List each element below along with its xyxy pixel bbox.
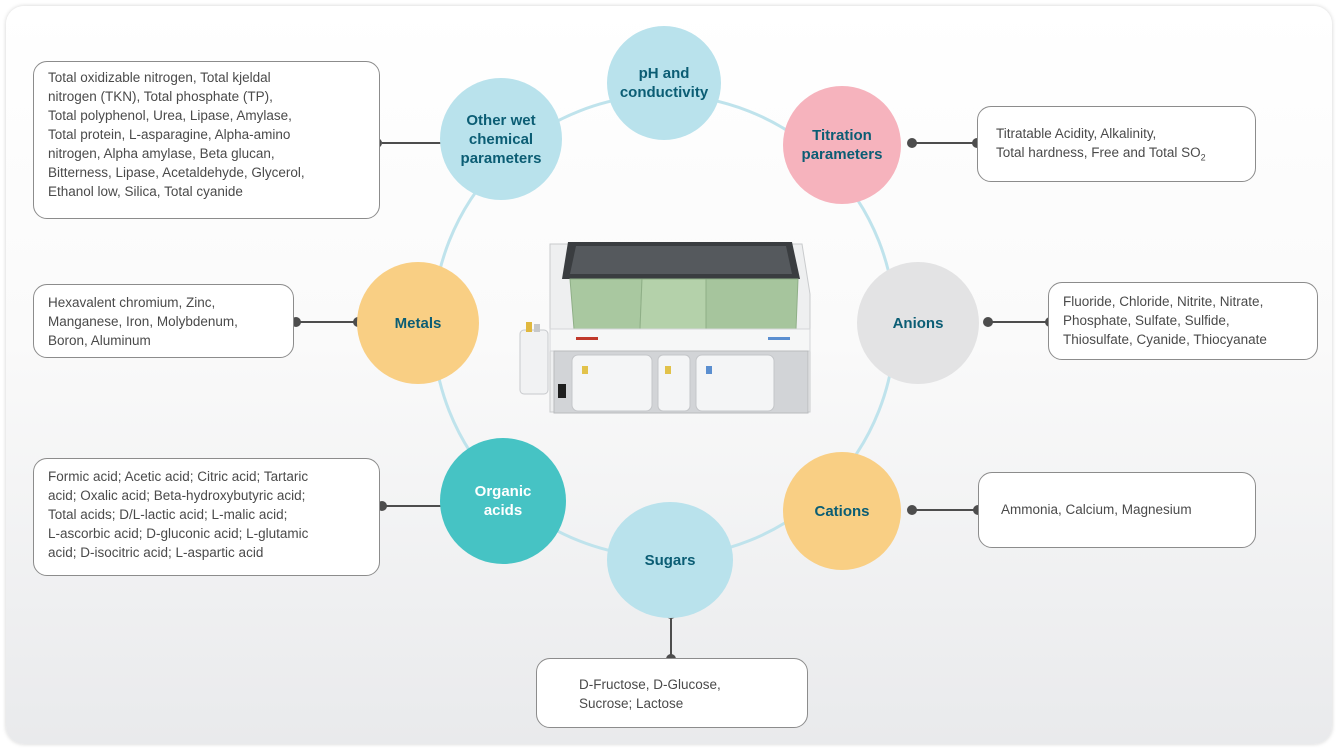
box-titration: Titratable Acidity, Alkalinity, Total ha… bbox=[977, 106, 1256, 182]
box-metals: Hexavalent chromium, Zinc, Manganese, Ir… bbox=[33, 284, 294, 358]
box-sugars: D-Fructose, D-Glucose, Sucrose; Lactose bbox=[536, 658, 808, 728]
connector-sugars bbox=[670, 614, 672, 660]
connector-metals bbox=[296, 321, 358, 323]
connector-dot bbox=[377, 501, 387, 511]
node-cations: Cations bbox=[783, 452, 901, 570]
box-other-wet-chemical: Total oxidizable nitrogen, Total kjeldal… bbox=[33, 61, 380, 219]
box-anions: Fluoride, Chloride, Nitrite, Nitrate, Ph… bbox=[1048, 282, 1318, 360]
connector-titration bbox=[912, 142, 978, 144]
connector-dot bbox=[291, 317, 301, 327]
connector-dot bbox=[907, 505, 917, 515]
connector-dot bbox=[907, 138, 917, 148]
analyzer-instrument-image bbox=[519, 242, 811, 414]
connector-organic bbox=[382, 505, 446, 507]
node-metals: Metals bbox=[357, 262, 479, 384]
node-sugars: Sugars bbox=[607, 502, 733, 618]
node-anions: Anions bbox=[857, 262, 979, 384]
connector-anions bbox=[988, 321, 1050, 323]
connector-dot bbox=[983, 317, 993, 327]
box-cations: Ammonia, Calcium, Magnesium bbox=[978, 472, 1256, 548]
connector-cations bbox=[912, 509, 978, 511]
box-organic-acids: Formic acid; Acetic acid; Citric acid; T… bbox=[33, 458, 380, 576]
connector-other bbox=[382, 142, 448, 144]
